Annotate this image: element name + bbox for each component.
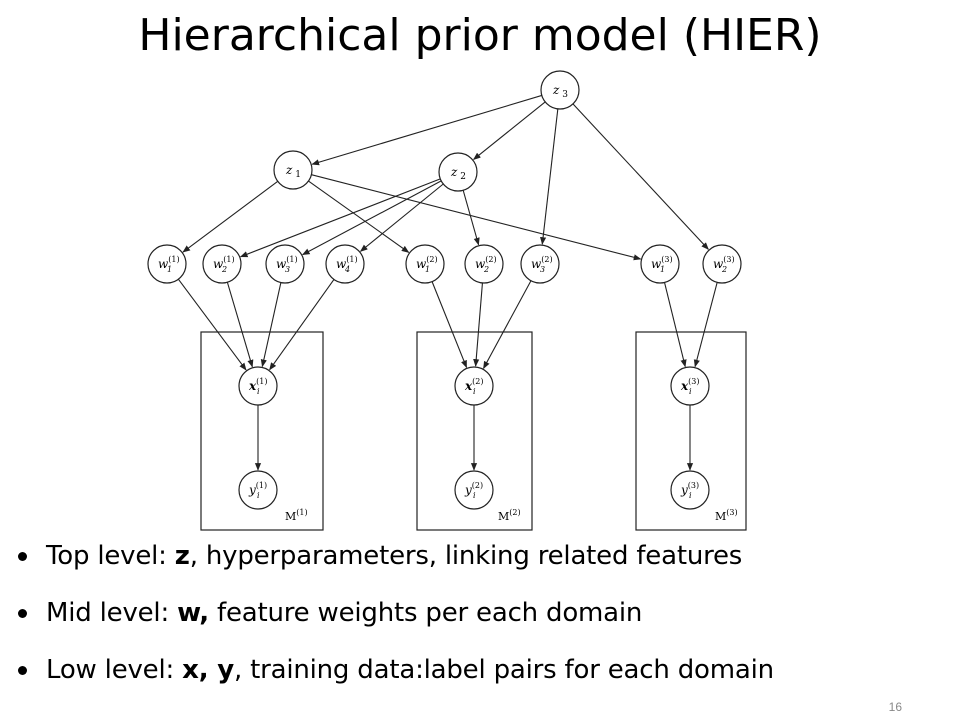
edge-w3_2-to-x2 <box>483 280 532 370</box>
node-circle <box>520 244 560 284</box>
node-z2: z 2 <box>438 152 478 192</box>
edge-z1-to-w1_2 <box>308 180 410 253</box>
node-circle <box>202 244 242 284</box>
node-circle <box>405 244 445 284</box>
edge-z3-to-z2 <box>472 101 546 160</box>
node-w2_3: w(3)2 <box>702 244 742 284</box>
bullet-list: Top level: z, hyperparameters, linking r… <box>14 540 954 711</box>
node-circle <box>265 244 305 284</box>
node-circle <box>540 70 580 110</box>
node-label: x(3)i <box>680 377 700 396</box>
edges <box>177 94 718 471</box>
node-label: w(3)2 <box>713 255 735 274</box>
node-label: x(2)i <box>464 377 484 396</box>
slide-title: Hierarchical prior model (HIER) <box>138 10 822 61</box>
bullet-dot <box>18 552 27 561</box>
node-y1: y(1)i <box>238 470 278 510</box>
node-label: w(1)2 <box>213 255 235 274</box>
node-label: y(1)i <box>248 481 267 500</box>
node-label: y(3)i <box>680 481 699 500</box>
edge-w2_2-to-x2 <box>473 282 483 367</box>
edge-z2-to-w4_1 <box>359 183 444 252</box>
plate-domain-3 <box>635 331 747 531</box>
edge-z3-to-z1 <box>311 94 542 166</box>
node-y3: y(3)i <box>670 470 710 510</box>
node-circle <box>273 150 313 190</box>
edge-z1-to-w1_3 <box>311 174 642 261</box>
edge-w1_1-to-x1 <box>177 278 247 371</box>
edge-z2-to-w2_2 <box>462 190 480 246</box>
node-circle <box>702 244 742 284</box>
node-label: x(1)i <box>248 377 268 396</box>
node-label: z 1 <box>285 163 301 180</box>
node-z1: z 1 <box>273 150 313 190</box>
node-circle <box>670 366 710 406</box>
node-circle <box>454 366 494 406</box>
edge-w1_2-to-x2 <box>431 281 468 369</box>
edge-z1-to-w1_1 <box>182 180 279 253</box>
node-w1_1: w(1)1 <box>147 244 187 284</box>
bullet-mid-level: Mid level: w, feature weights per each d… <box>14 597 954 629</box>
node-circle <box>438 152 478 192</box>
node-w3_2: w(2)3 <box>520 244 560 284</box>
node-label: w(1)3 <box>276 255 298 274</box>
bullet-dot <box>18 666 27 675</box>
node-w4_1: w(1)4 <box>325 244 365 284</box>
node-circle <box>464 244 504 284</box>
bullet-low-level: Low level: x, y, training data:label pai… <box>14 654 954 686</box>
node-circle <box>238 470 278 510</box>
node-w3_1: w(1)3 <box>265 244 305 284</box>
plate-domain-1 <box>200 331 324 531</box>
plate-label-1: M(1) <box>285 508 308 523</box>
node-x2: x(2)i <box>454 366 494 406</box>
node-circle <box>454 470 494 510</box>
page-number: 16 <box>888 700 902 714</box>
node-w1_3: w(3)1 <box>640 244 680 284</box>
node-label: w(1)1 <box>158 255 180 274</box>
node-circle <box>670 470 710 510</box>
node-label: z 3 <box>552 83 568 100</box>
node-z3: z 3 <box>540 70 580 110</box>
node-circle <box>640 244 680 284</box>
edge-w2_3-to-x3 <box>693 282 718 368</box>
node-w1_2: w(2)1 <box>405 244 445 284</box>
node-circle <box>147 244 187 284</box>
node-label: w(1)4 <box>336 255 358 274</box>
plate-label-3: M(3) <box>715 508 738 523</box>
node-w2_2: w(2)2 <box>464 244 504 284</box>
node-label: w(2)3 <box>531 255 553 274</box>
node-y2: y(2)i <box>454 470 494 510</box>
bullet-top-level: Top level: z, hyperparameters, linking r… <box>14 540 954 572</box>
edge-w1_3-to-x3 <box>664 282 687 368</box>
node-label: z 2 <box>450 165 466 182</box>
edge-z2-to-w2_1 <box>239 178 441 258</box>
node-label: y(2)i <box>464 481 483 500</box>
plate-domain-2 <box>416 331 533 531</box>
node-w2_1: w(1)2 <box>202 244 242 284</box>
node-label: w(3)1 <box>651 255 673 274</box>
edge-z3-to-w3_2 <box>540 108 559 245</box>
node-x3: x(3)i <box>670 366 710 406</box>
bullet-dot <box>18 609 27 618</box>
edge-z2-to-w3_1 <box>301 180 442 256</box>
edge-z3-to-w2_3 <box>572 103 709 250</box>
node-x1: x(1)i <box>238 366 278 406</box>
edge-w2_1-to-x1 <box>226 282 254 368</box>
node-circle <box>325 244 365 284</box>
node-label: w(2)1 <box>416 255 438 274</box>
edge-w3_1-to-x1 <box>260 282 282 368</box>
plate-label-2: M(2) <box>498 508 521 523</box>
nodes: z 3 z 1 z 2 w(1)1 w(1)2 w(1)3 w(1)4 w(2)1 w(2)2 w… <box>147 70 742 510</box>
edge-w4_1-to-x1 <box>269 279 335 371</box>
node-circle <box>238 366 278 406</box>
node-label: w(2)2 <box>475 255 497 274</box>
